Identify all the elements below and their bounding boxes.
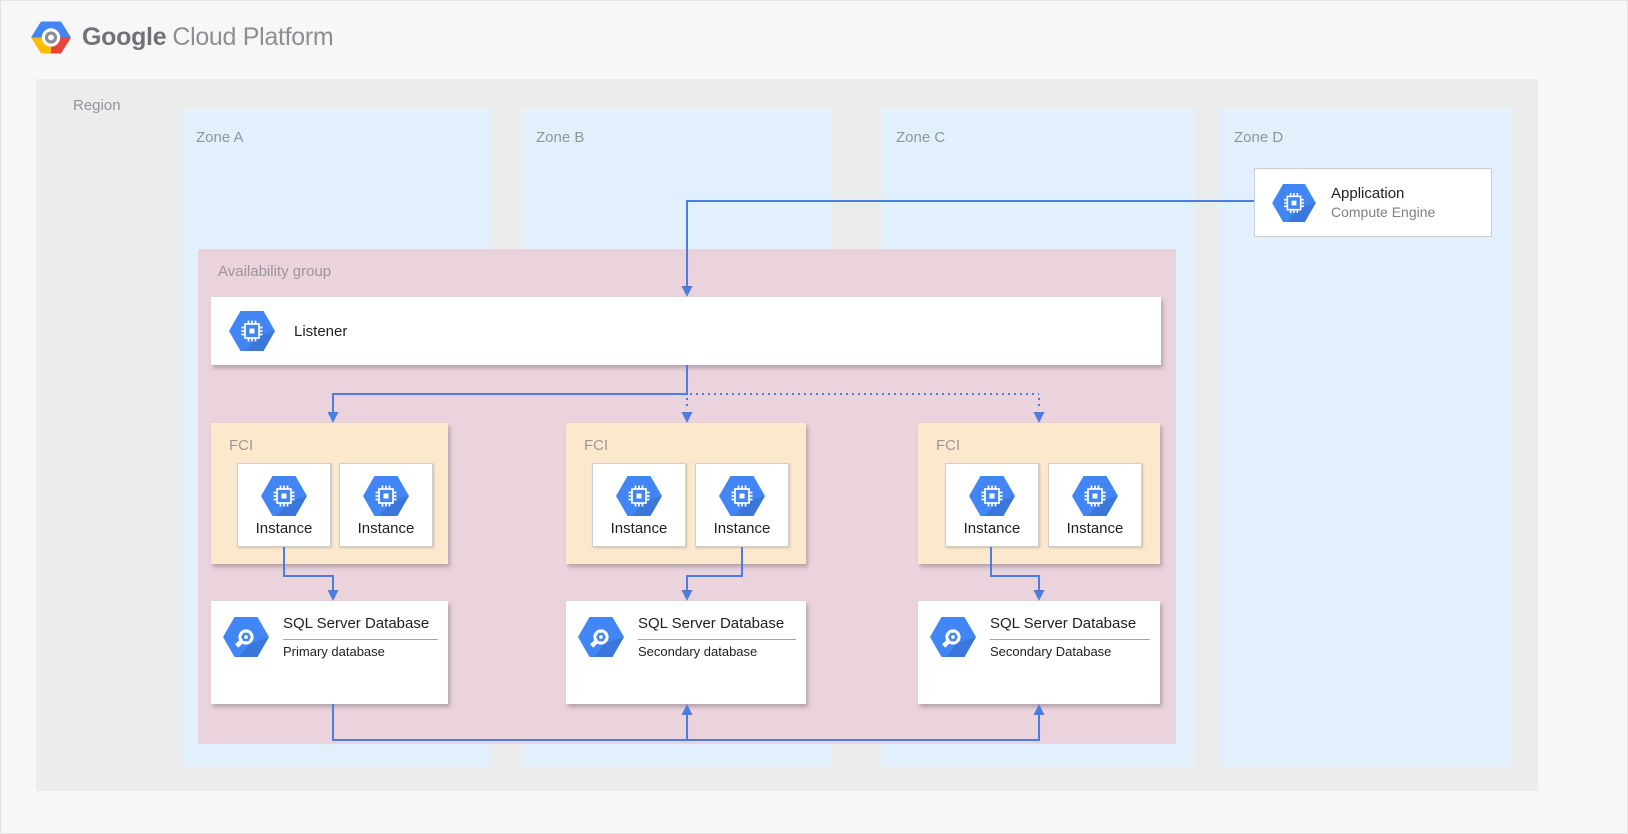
google-cloud-logo-icon (31, 20, 71, 55)
fci-label: FCI (936, 437, 961, 454)
divider (638, 639, 796, 640)
application-title: Application (1331, 185, 1405, 202)
compute-engine-icon (616, 476, 662, 516)
primary-database-box: SQL Server Database Primary database (211, 601, 448, 704)
application-subtitle: Compute Engine (1331, 204, 1436, 220)
compute-engine-icon (969, 476, 1015, 516)
instance-box: Instance (945, 463, 1039, 547)
compute-engine-icon (1272, 184, 1316, 222)
instance-label: Instance (713, 519, 771, 537)
secondary-database-box-zone-b: SQL Server Database Secondary database (566, 601, 806, 704)
region-label: Region (73, 97, 121, 114)
secondary-database-box-zone-c: SQL Server Database Secondary Database (918, 601, 1160, 704)
fci-label: FCI (584, 437, 609, 454)
listener-box: Listener (211, 297, 1161, 365)
brand-google: Google (82, 23, 167, 51)
cloud-sql-icon (223, 617, 269, 657)
zone-b-label: Zone B (536, 129, 585, 146)
availability-group-label: Availability group (218, 263, 332, 280)
fci-group-zone-c: FCI Instance Instance (918, 423, 1160, 564)
database-role: Primary database (283, 644, 385, 659)
fci-group-zone-a: FCI Instance Instance (211, 423, 448, 564)
divider (990, 639, 1150, 640)
compute-engine-icon (229, 311, 275, 351)
instance-box: Instance (695, 463, 789, 547)
database-role: Secondary Database (990, 644, 1112, 659)
availability-group-frame: Availability group Listener FCI Instance… (198, 249, 1176, 744)
compute-engine-icon (261, 476, 307, 516)
database-text: SQL Server Database Secondary Database (990, 614, 1150, 660)
listener-label: Listener (294, 322, 348, 340)
zone-c-label: Zone C (896, 129, 946, 146)
instance-label: Instance (1066, 519, 1124, 537)
application-text: Application Compute Engine (1331, 184, 1435, 221)
zone-d-label: Zone D (1234, 129, 1284, 146)
fci-label: FCI (229, 437, 254, 454)
fci-group-zone-b: FCI Instance Instance (566, 423, 806, 564)
compute-engine-icon (719, 476, 765, 516)
database-title: SQL Server Database (638, 615, 785, 632)
compute-engine-icon (1072, 476, 1118, 516)
zone-d-frame: Zone D Application Compute Engine (1219, 109, 1511, 767)
instance-box: Instance (1048, 463, 1142, 547)
instance-label: Instance (357, 519, 415, 537)
cloud-sql-icon (578, 617, 624, 657)
instance-label: Instance (255, 519, 313, 537)
database-title: SQL Server Database (283, 615, 430, 632)
instance-label: Instance (963, 519, 1021, 537)
cloud-sql-icon (930, 617, 976, 657)
compute-engine-icon (363, 476, 409, 516)
brand-cloud-platform: Cloud Platform (172, 23, 334, 51)
zone-a-label: Zone A (196, 129, 244, 146)
divider (283, 639, 438, 640)
database-title: SQL Server Database (990, 615, 1137, 632)
instance-box: Instance (592, 463, 686, 547)
database-text: SQL Server Database Secondary database (638, 614, 796, 660)
instance-box: Instance (339, 463, 433, 547)
instance-label: Instance (610, 519, 668, 537)
database-text: SQL Server Database Primary database (283, 614, 438, 660)
database-role: Secondary database (638, 644, 758, 659)
instance-box: Instance (237, 463, 331, 547)
application-box: Application Compute Engine (1254, 168, 1492, 237)
region-frame: Region Zone A Zone B Zone C Zone D Appli… (36, 79, 1538, 791)
